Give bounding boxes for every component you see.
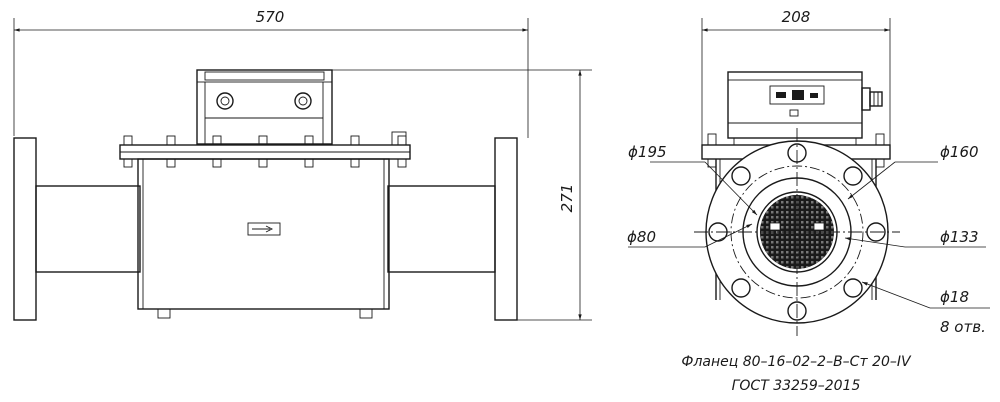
length-dimension-text: 570 (256, 8, 285, 26)
right-flange (494, 137, 518, 321)
left-flange (13, 137, 37, 321)
front-view: 570 271 (13, 8, 592, 321)
grounding-lug (391, 131, 407, 146)
side-electronics-head (727, 71, 863, 139)
cover-bolts (123, 135, 407, 168)
cable-gland-right (294, 92, 312, 110)
side-cable-gland (861, 87, 883, 111)
cable-gland-left (216, 92, 234, 110)
caption-line1: Фланец 80–16–02–2–В–Ст 20–IV (681, 354, 912, 370)
flow-arrow-icon (247, 222, 281, 236)
label-d133: ϕ133 (940, 228, 979, 246)
label-holes: 8 отв. (940, 318, 986, 336)
right-pipe (387, 185, 496, 273)
bolt-circle (730, 165, 864, 299)
side-view: 208 ϕ195 ϕ160 ϕ80 ϕ133 ϕ18 8 отв. Флане (627, 8, 990, 394)
label-d160: ϕ160 (940, 143, 979, 161)
label-d195: ϕ195 (628, 143, 667, 161)
electronics-head (196, 69, 333, 145)
dimension-width: 208 (701, 8, 891, 145)
sensor-mesh (760, 195, 834, 269)
leader-lines (628, 161, 990, 309)
dimension-height: 271 (332, 69, 592, 321)
dimension-length: 570 (13, 8, 529, 138)
caption-line2: ГОСТ 33259–2015 (732, 378, 861, 394)
foot-left (157, 308, 171, 319)
left-pipe (35, 185, 141, 273)
height-dimension-text: 271 (558, 184, 576, 213)
nameplate (769, 85, 825, 105)
label-d80: ϕ80 (627, 228, 656, 246)
width-dimension-text: 208 (782, 8, 811, 26)
foot-right (359, 308, 373, 319)
label-d18: ϕ18 (940, 288, 969, 306)
meter-body (137, 158, 390, 310)
